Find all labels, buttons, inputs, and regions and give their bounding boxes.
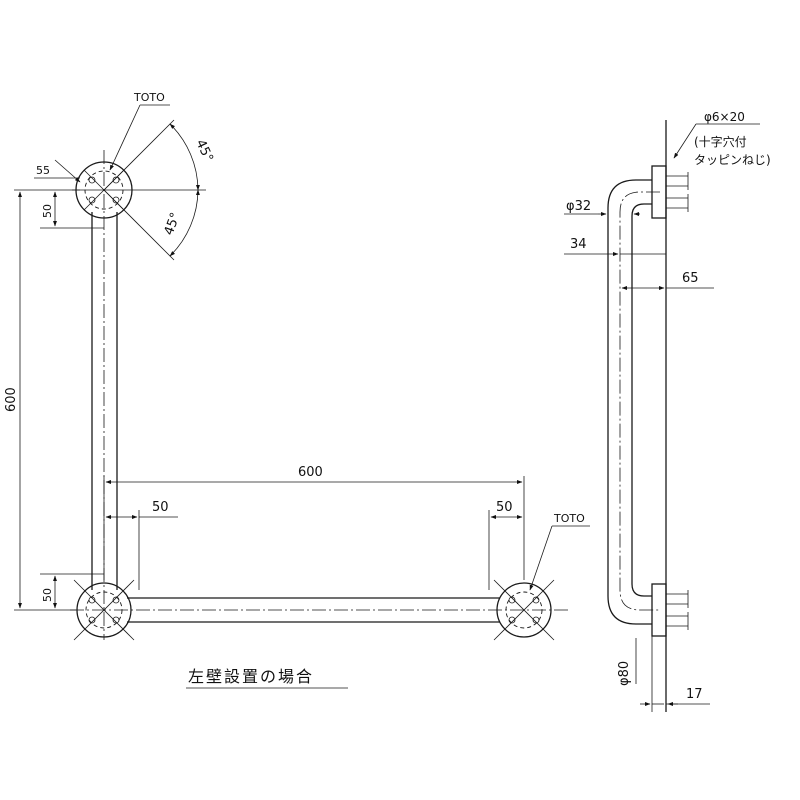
dim-offset-34: 34 bbox=[570, 237, 587, 252]
dim-flange-dia: 55 bbox=[36, 164, 50, 177]
brand-label-bottom: TOTO bbox=[553, 512, 585, 525]
front-view: 45° 45° TOTO 55 600 50 50 600 50 bbox=[4, 91, 590, 689]
side-view: φ6×20 (十字穴付 タッピンねじ) φ32 34 65 φ80 17 bbox=[564, 110, 771, 712]
front-view-caption: 左壁設置の場合 bbox=[188, 667, 314, 686]
brand-label-top: TOTO bbox=[133, 91, 165, 104]
dim-flange-thickness: 17 bbox=[686, 687, 703, 702]
dim-horizontal-length: 600 bbox=[298, 465, 323, 480]
dim-offset-right: 50 bbox=[496, 500, 513, 515]
dim-pipe-dia: φ32 bbox=[566, 199, 591, 214]
dim-offset-top: 50 bbox=[41, 204, 54, 218]
bottom-right-flange bbox=[493, 579, 555, 641]
dim-vertical-length: 600 bbox=[4, 387, 19, 412]
dim-flange-dia-side: φ80 bbox=[617, 661, 632, 686]
dim-offset-left: 50 bbox=[152, 500, 169, 515]
angle-label-upper: 45° bbox=[192, 137, 215, 164]
bottom-left-flange bbox=[73, 579, 135, 641]
screw-note-line2: タッピンねじ) bbox=[694, 153, 771, 167]
screw-spec: φ6×20 bbox=[704, 110, 745, 124]
dim-projection: 65 bbox=[682, 271, 699, 286]
screw-note-line1: (十字穴付 bbox=[694, 134, 747, 149]
angle-label-lower: 45° bbox=[162, 211, 184, 238]
dim-offset-bottom: 50 bbox=[41, 588, 54, 602]
